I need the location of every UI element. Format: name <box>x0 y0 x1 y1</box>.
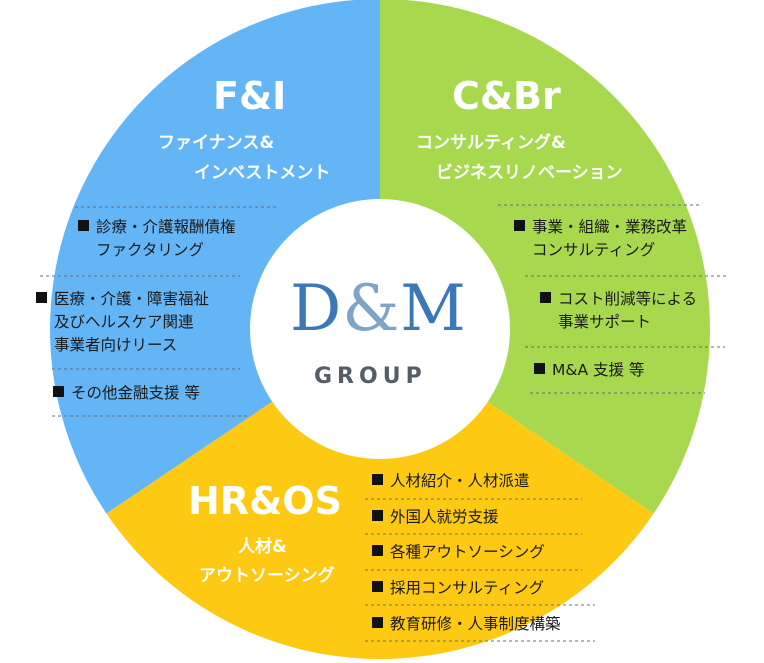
logo-letter-d: D <box>290 272 343 346</box>
bullet-square-icon <box>372 474 383 485</box>
bullet-square-icon <box>78 220 89 231</box>
service-item-cbr-3: M&A 支援 等 <box>534 359 644 382</box>
service-item-cbr-2: コスト削減等による 事業サポート <box>540 288 697 334</box>
logo-ampersand: & <box>342 272 401 346</box>
logo-letter-m: M <box>400 272 467 346</box>
bullet-square-icon <box>372 581 383 592</box>
bullet-square-icon <box>372 617 383 628</box>
segment-cbr <box>380 0 710 514</box>
service-item-hros-3: 各種アウトソーシング <box>372 541 545 564</box>
service-item-fi-2: 医療・介護・障害福祉 及びヘルスケア関連 事業者向けリース <box>36 288 209 357</box>
service-item-fi-3: その他金融支援 等 <box>53 382 200 405</box>
bullet-square-icon <box>372 545 383 556</box>
segment-subtitle-cbr-line2: ビジネスリノベーション <box>436 163 623 183</box>
bullet-square-icon <box>514 220 525 231</box>
segment-title-cbr: C&Br <box>452 74 561 118</box>
service-item-hros-5: 教育研修・人事制度構築 <box>372 613 561 636</box>
segment-subtitle-hros-line1: 人材& <box>238 537 287 557</box>
segment-subtitle-fi-line1: ファイナンス& <box>158 133 275 153</box>
segment-subtitle-cbr-line1: コンサルティング& <box>416 133 566 153</box>
bullet-square-icon <box>372 510 383 521</box>
segment-subtitle-hros-line2: アウトソーシング <box>199 566 335 586</box>
segment-hros <box>106 329 654 659</box>
logo-group-text: GROUP <box>314 364 427 389</box>
bullet-square-icon <box>36 292 47 303</box>
service-item-cbr-1: 事業・組織・業務改革 コンサルティング <box>514 216 687 262</box>
service-item-hros-2: 外国人就労支援 <box>372 506 499 529</box>
divider-lines <box>40 204 728 642</box>
segment-subtitle-fi-line2: インベストメント <box>194 163 331 183</box>
service-item-hros-4: 採用コンサルティング <box>372 577 544 600</box>
bullet-square-icon <box>534 363 545 374</box>
segment-fi <box>50 0 380 514</box>
center-circle <box>250 199 510 459</box>
service-item-fi-1: 診療・介護報酬債権 ファクタリング <box>78 216 236 262</box>
segment-title-fi: F&I <box>213 74 287 118</box>
logo-wordmark: D&M <box>290 272 467 346</box>
bullet-square-icon <box>53 386 64 397</box>
service-item-hros-1: 人材紹介・人材派遣 <box>372 470 530 493</box>
segment-title-hros: HR&OS <box>188 479 342 523</box>
bullet-square-icon <box>540 292 551 303</box>
